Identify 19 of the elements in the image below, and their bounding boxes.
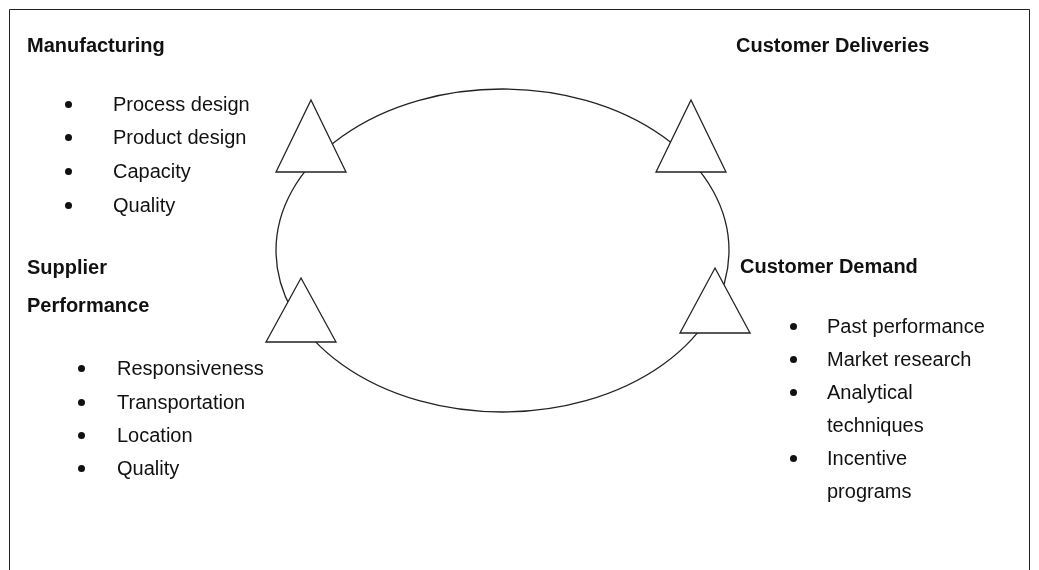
list-item: Analytical techniques: [827, 380, 925, 438]
list-item: Market research: [827, 347, 973, 372]
list-item: Responsiveness: [117, 356, 265, 381]
triangle-marker: [265, 277, 337, 343]
list-item: Process design: [113, 92, 251, 117]
list-item: Transportation: [117, 390, 247, 415]
section-heading: Customer Deliveries: [736, 33, 931, 58]
section-heading: Customer Demand: [740, 254, 919, 279]
section-heading: Supplier Performance: [27, 255, 151, 318]
triangle-marker: [275, 99, 347, 173]
section-heading: Manufacturing: [27, 33, 166, 58]
list-item: Location: [117, 423, 194, 448]
list-item: Incentive programs: [827, 446, 913, 504]
list-item: Quality: [117, 456, 181, 481]
list-item: Past performance: [827, 314, 986, 339]
list-item: Quality: [113, 193, 177, 218]
list-item: Product design: [113, 125, 248, 150]
list-item: Capacity: [113, 159, 192, 184]
triangle-marker: [655, 99, 727, 173]
